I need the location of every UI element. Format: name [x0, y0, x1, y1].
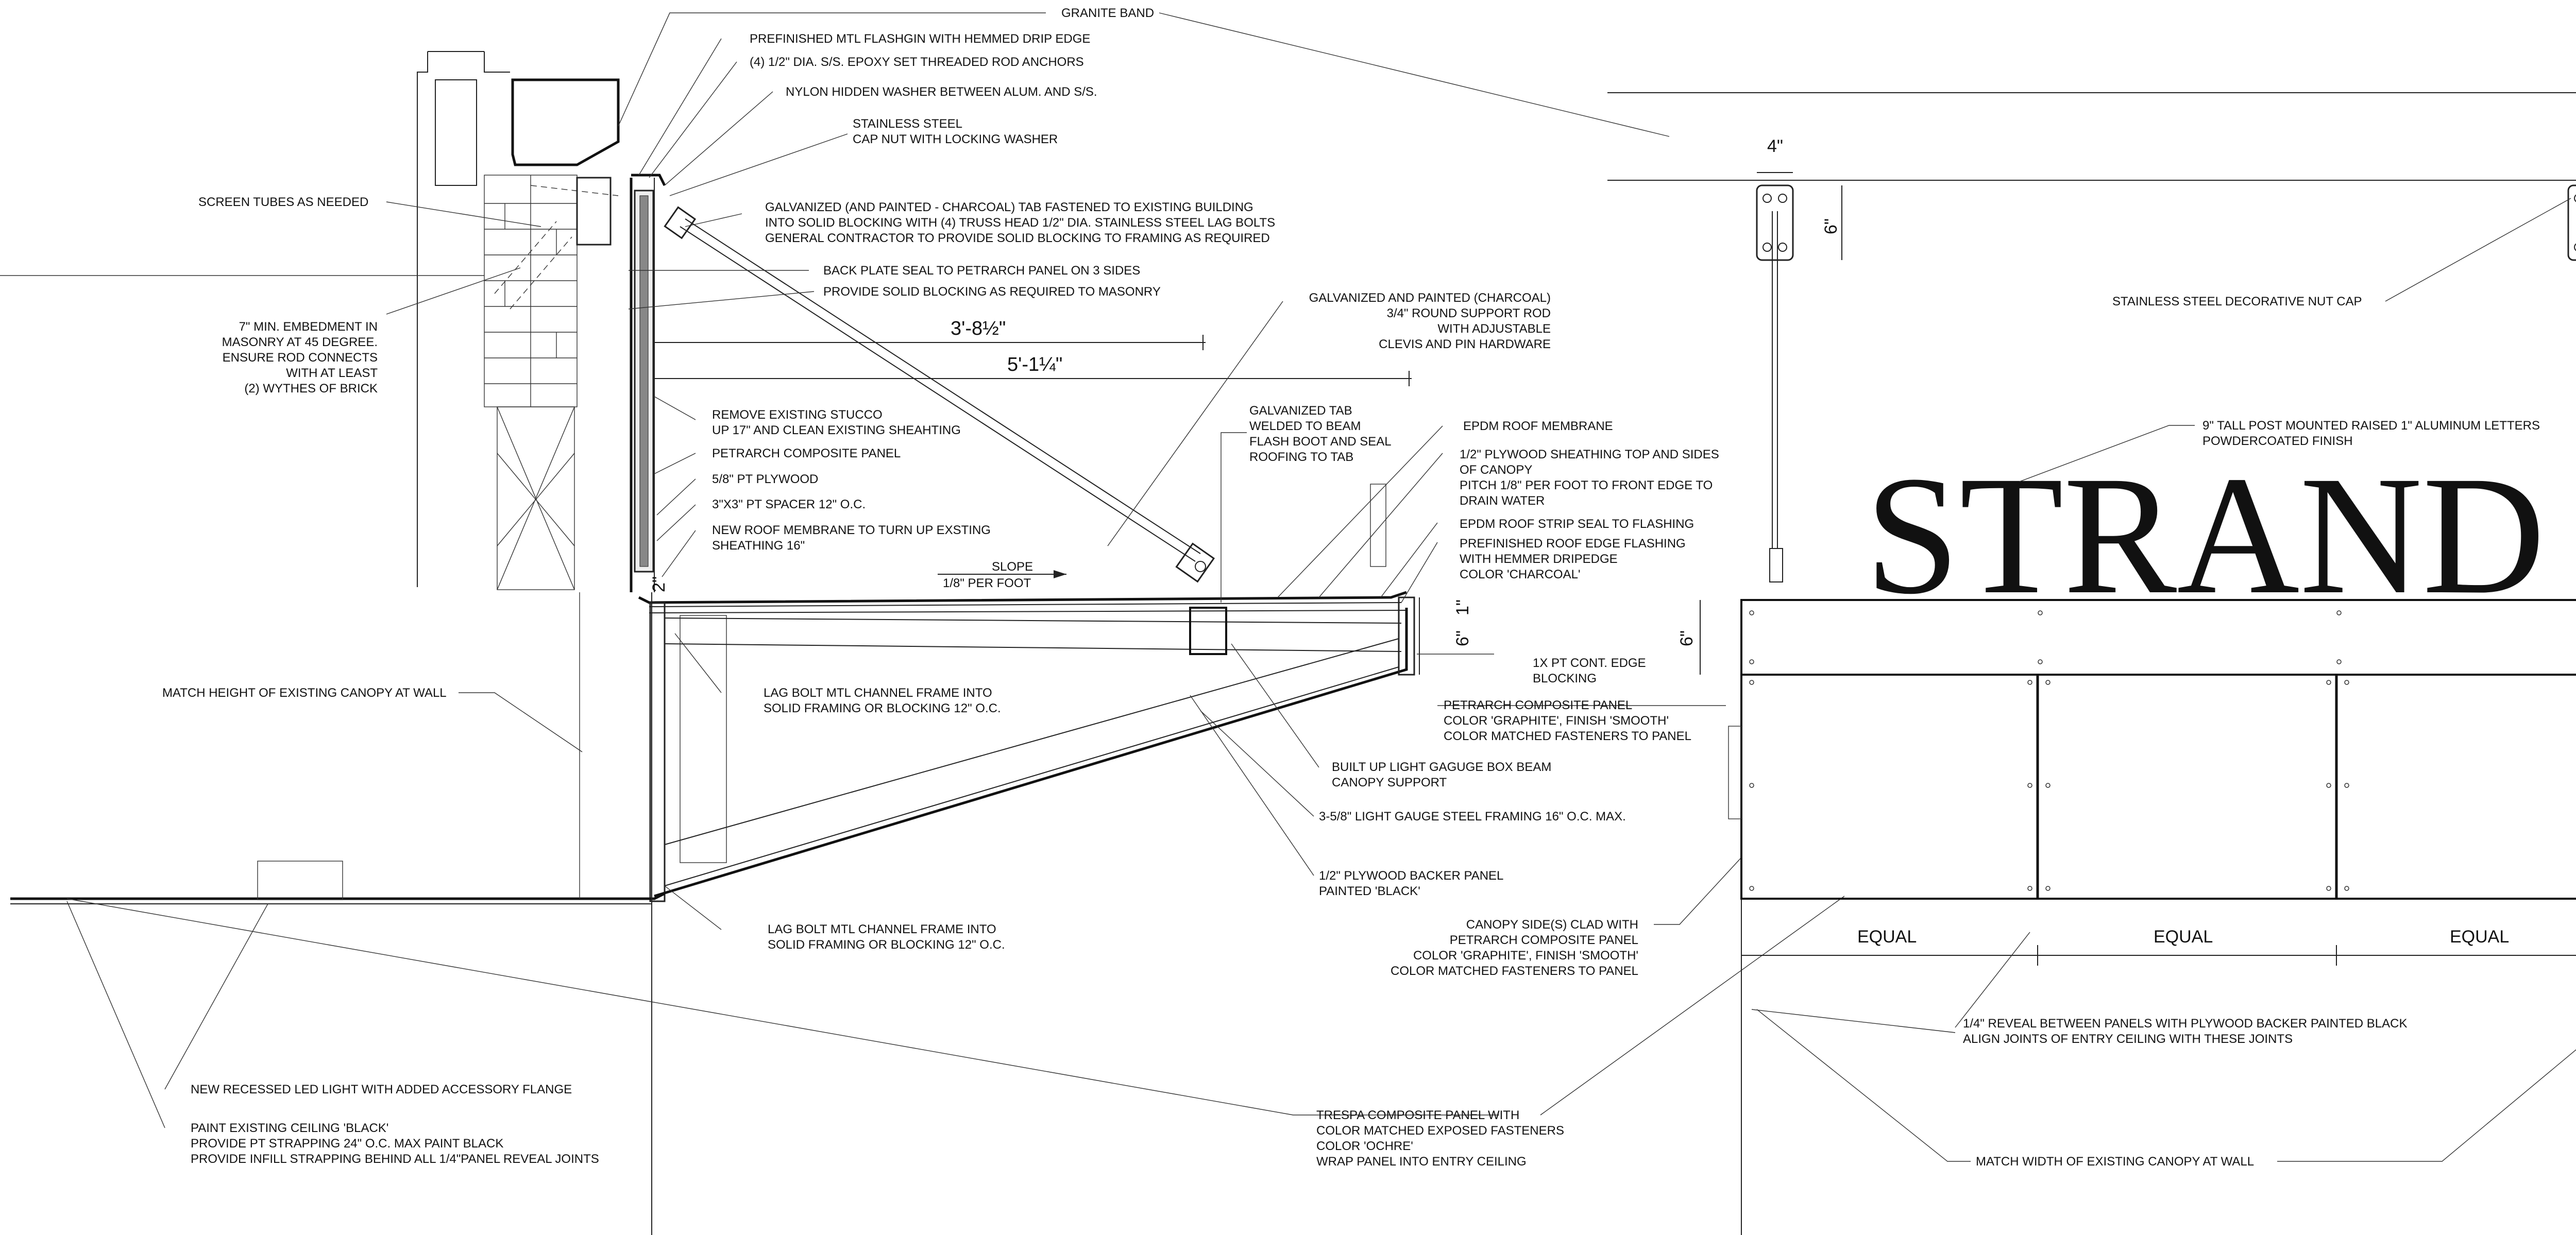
note-pt-plywood: 5/8" PT PLYWOOD — [712, 472, 818, 486]
note-led-light: NEW RECESSED LED LIGHT WITH ADDED ACCESS… — [191, 1083, 572, 1096]
section-detail — [0, 51, 1420, 1235]
note-plywood-sheathing-3: PITCH 1/8" PER FOOT TO FRONT EDGE TO — [1460, 478, 1713, 492]
note-galv-tab-beam-1: GALVANIZED TAB — [1249, 404, 1352, 418]
dimension-6-elevation: 6" — [1677, 630, 1697, 646]
notes-left: GRANITE BAND PREFINISHED MTL FLASHGIN WI… — [162, 6, 1719, 1169]
note-embedment-5: (2) WYTHES OF BRICK — [244, 382, 378, 396]
dimension-2: 2" — [649, 576, 669, 592]
note-petrarch-graphite-1: PETRARCH COMPOSITE PANEL — [1444, 698, 1632, 712]
note-paint-ceiling-1: PAINT EXISTING CEILING 'BLACK' — [191, 1121, 388, 1135]
panel-fasteners — [1749, 610, 2349, 891]
note-remove-stucco-2: UP 17" AND CLEAN EXISTING SHEAHTING — [712, 423, 961, 437]
note-lag-bolt-bottom-2: SOLID FRAMING OR BLOCKING 12" O.C. — [768, 938, 1005, 952]
note-solid-blocking: PROVIDE SOLID BLOCKING AS REQUIRED TO MA… — [823, 285, 1161, 299]
note-galv-tab-beam-3: FLASH BOOT AND SEAL — [1249, 435, 1392, 449]
leader-lines — [66, 12, 1845, 1128]
note-support-rod-2: 3/4" ROUND SUPPORT ROD — [1387, 306, 1551, 320]
note-pt-spacer: 3"X3" PT SPACER 12" O.C. — [712, 498, 866, 511]
note-box-beam-1: BUILT UP LIGHT GAGUGE BOX BEAM — [1332, 760, 1551, 774]
note-cap-nut-1: STAINLESS STEEL — [853, 117, 962, 131]
note-canopy-sides-2: PETRARCH COMPOSITE PANEL — [1450, 933, 1638, 947]
note-petrarch-panel: PETRARCH COMPOSITE PANEL — [712, 447, 901, 460]
note-steel-framing: 3-5/8" LIGHT GAUGE STEEL FRAMING 16" O.C… — [1319, 810, 1626, 824]
post-bracket-left — [1756, 184, 1794, 261]
note-support-rod-1: GALVANIZED AND PAINTED (CHARCOAL) — [1309, 291, 1551, 305]
note-embedment-2: MASONRY AT 45 DEGREE. — [222, 335, 378, 349]
note-petrarch-graphite-3: COLOR MATCHED FASTENERS TO PANEL — [1444, 729, 1691, 743]
note-plywood-backer-2: PAINTED 'BLACK' — [1319, 884, 1420, 898]
dimension-1: 1" — [1453, 599, 1472, 615]
note-edge-blocking-2: BLOCKING — [1533, 672, 1597, 685]
note-remove-stucco-1: REMOVE EXISTING STUCCO — [712, 408, 883, 422]
note-trespa-4: WRAP PANEL INTO ENTRY CEILING — [1316, 1155, 1527, 1169]
note-canopy-sides-4: COLOR MATCHED FASTENERS TO PANEL — [1391, 964, 1638, 978]
dimension-6-fascia: 6" — [1453, 630, 1472, 646]
note-paint-ceiling-3: PROVIDE INFILL STRAPPING BEHIND ALL 1/4"… — [191, 1152, 599, 1166]
dimension-equal-1: EQUAL — [1857, 927, 1917, 947]
note-match-width: MATCH WIDTH OF EXISTING CANOPY AT WALL — [1976, 1155, 2254, 1169]
note-match-height: MATCH HEIGHT OF EXISTING CANOPY AT WALL — [162, 686, 447, 700]
note-epdm-membrane: EPDM ROOF MEMBRANE — [1463, 419, 1613, 433]
dimension-5-1: 5'-1¼" — [1007, 354, 1062, 375]
masonry-brick-grid — [484, 175, 578, 407]
dimension-4-bracket: 4" — [1767, 136, 1783, 156]
note-roof-edge-1: PREFINISHED ROOF EDGE FLASHING — [1460, 537, 1686, 551]
note-trespa-3: COLOR 'OCHRE' — [1316, 1139, 1413, 1153]
note-canopy-sides-3: COLOR 'GRAPHITE', FINISH 'SMOOTH' — [1413, 949, 1638, 963]
canopy-panels — [1740, 674, 2576, 900]
dimension-equal-3: EQUAL — [2450, 927, 2509, 947]
note-embedment-3: ENSURE ROD CONNECTS — [223, 351, 378, 365]
slope-value: 1/8" PER FOOT — [943, 576, 1031, 590]
note-box-beam-2: CANOPY SUPPORT — [1332, 776, 1447, 790]
note-petrarch-graphite-2: COLOR 'GRAPHITE', FINISH 'SMOOTH' — [1444, 714, 1669, 728]
note-flashing: PREFINISHED MTL FLASHGIN WITH HEMMED DRI… — [750, 32, 1090, 46]
note-roof-edge-2: WITH HEMMER DRIPEDGE — [1460, 552, 1618, 566]
note-letters-2: POWDERCOATED FINISH — [2202, 434, 2353, 448]
slope-label: SLOPE — [992, 560, 1033, 574]
signage-letters: STRAND — [1865, 441, 2545, 629]
note-epdm-strip: EPDM ROOF STRIP SEAL TO FLASHING — [1460, 517, 1694, 531]
note-reveal-1: 1/4" REVEAL BETWEEN PANELS WITH PLYWOOD … — [1963, 1017, 2408, 1031]
note-granite-band: GRANITE BAND — [1061, 6, 1154, 20]
post-bracket-right — [2567, 184, 2576, 261]
note-plywood-sheathing-2: OF CANOPY — [1460, 463, 1532, 477]
note-back-plate: BACK PLATE SEAL TO PETRARCH PANEL ON 3 S… — [823, 264, 1140, 278]
note-galv-tab-2: INTO SOLID BLOCKING WITH (4) TRUSS HEAD … — [765, 216, 1275, 230]
note-letters-1: 9" TALL POST MOUNTED RAISED 1" ALUMINUM … — [2202, 419, 2540, 433]
note-galv-tab-3: GENERAL CONTRACTOR TO PROVIDE SOLID BLOC… — [765, 231, 1270, 245]
note-plywood-sheathing-4: DRAIN WATER — [1460, 494, 1545, 508]
note-embedment-4: WITH AT LEAST — [286, 366, 378, 380]
note-new-roof-2: SHEATHING 16" — [712, 539, 805, 553]
note-cap-nut-2: CAP NUT WITH LOCKING WASHER — [853, 132, 1058, 146]
note-screen-tubes: SCREEN TUBES AS NEEDED — [198, 195, 368, 209]
dimension-equal-2: EQUAL — [2154, 927, 2213, 947]
note-trespa-1: TRESPA COMPOSITE PANEL WITH — [1316, 1108, 1519, 1122]
note-canopy-sides-1: CANOPY SIDE(S) CLAD WITH — [1466, 918, 1638, 932]
note-new-roof-1: NEW ROOF MEMBRANE TO TURN UP EXSTING — [712, 523, 991, 537]
note-edge-blocking-1: 1X PT CONT. EDGE — [1533, 656, 1646, 670]
note-support-rod-4: CLEVIS AND PIN HARDWARE — [1379, 337, 1551, 351]
note-nut-cap: STAINLESS STEEL DECORATIVE NUT CAP — [2112, 295, 2362, 308]
note-plywood-sheathing-1: 1/2" PLYWOOD SHEATHING TOP AND SIDES — [1460, 448, 1719, 461]
note-reveal-2: ALIGN JOINTS OF ENTRY CEILING WITH THESE… — [1963, 1032, 2293, 1046]
note-paint-ceiling-2: PROVIDE PT STRAPPING 24" O.C. MAX PAINT … — [191, 1137, 503, 1151]
elevation: 4" 6" STRAND 6" EQUAL EQUAL EQUAL — [1607, 92, 2576, 1235]
note-lag-bolt-top-1: LAG BOLT MTL CHANNEL FRAME INTO — [764, 686, 992, 700]
note-rod-anchors: (4) 1/2" DIA. S/S. EPOXY SET THREADED RO… — [750, 55, 1084, 69]
note-plywood-backer-1: 1/2" PLYWOOD BACKER PANEL — [1319, 869, 1503, 883]
note-roof-edge-3: COLOR 'CHARCOAL' — [1460, 568, 1581, 581]
note-embedment-1: 7" MIN. EMBEDMENT IN — [239, 320, 378, 334]
notes-right: STAINLESS STEEL DECORATIVE NUT CAP 9" TA… — [1963, 295, 2540, 1169]
dimension-3-8: 3'-8½" — [951, 318, 1006, 339]
note-trespa-2: COLOR MATCHED EXPOSED FASTENERS — [1316, 1124, 1564, 1138]
note-galv-tab-beam-4: ROOFING TO TAB — [1249, 450, 1353, 464]
note-nylon-washer: NYLON HIDDEN WASHER BETWEEN ALUM. AND S/… — [786, 85, 1097, 99]
note-galv-tab-beam-2: WELDED TO BEAM — [1249, 419, 1361, 433]
note-lag-bolt-bottom-1: LAG BOLT MTL CHANNEL FRAME INTO — [768, 922, 996, 936]
dimension-6-bracket: 6" — [1821, 218, 1841, 234]
note-lag-bolt-top-2: SOLID FRAMING OR BLOCKING 12" O.C. — [764, 701, 1001, 715]
note-support-rod-3: WITH ADJUSTABLE — [1437, 322, 1551, 336]
note-galv-tab-1: GALVANIZED (AND PAINTED - CHARCOAL) TAB … — [765, 200, 1253, 214]
